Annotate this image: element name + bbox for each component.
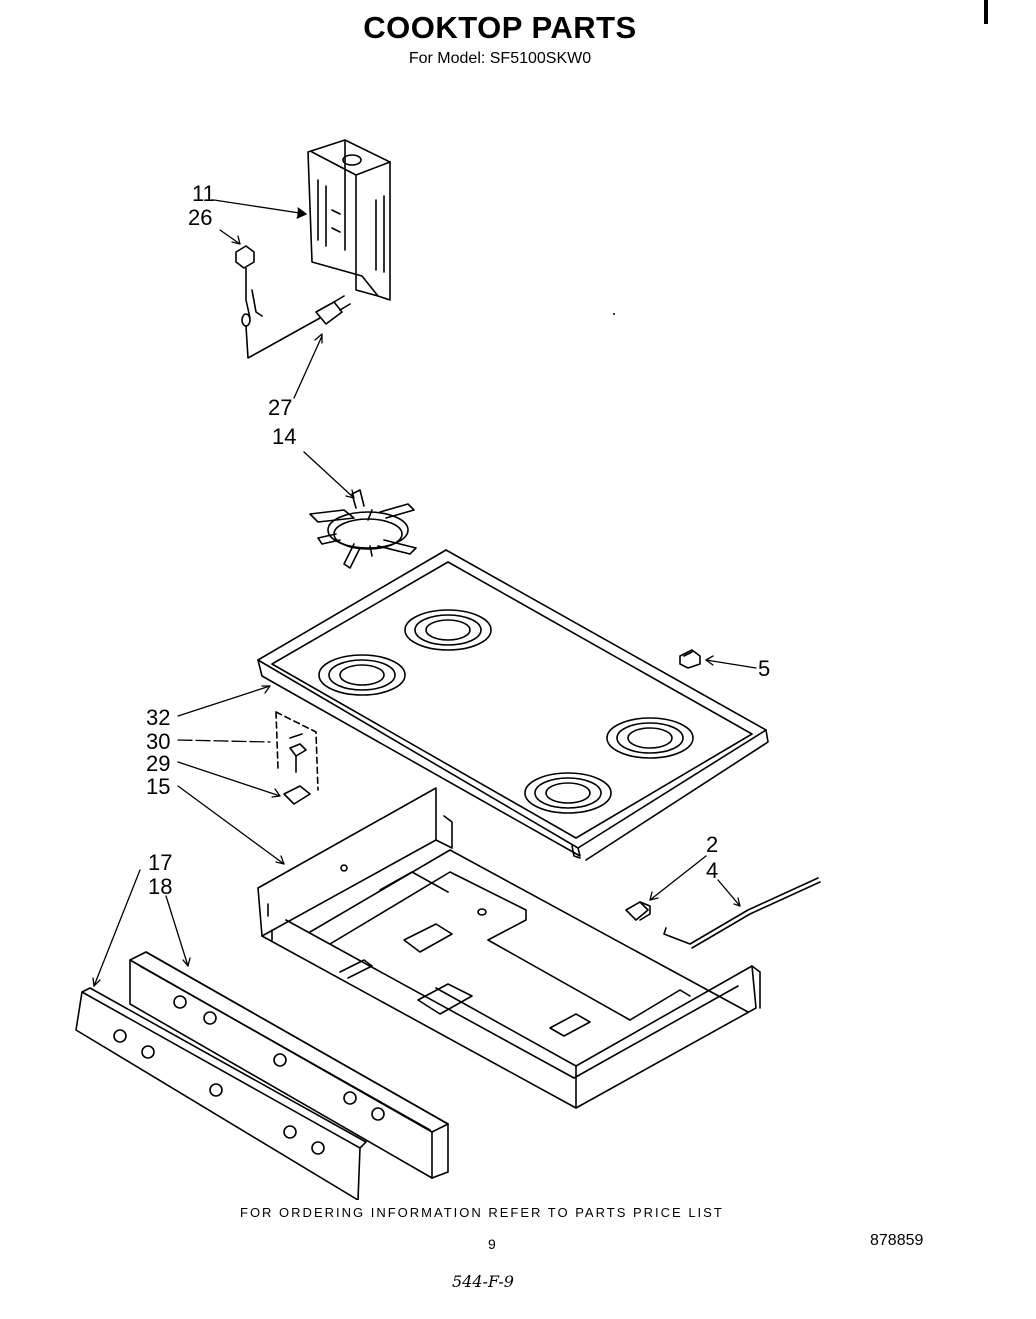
callout-17: 17 bbox=[148, 850, 172, 875]
part-27-plug bbox=[315, 295, 351, 325]
callout-5: 5 bbox=[758, 656, 770, 681]
handwritten-code: 544-F-9 bbox=[452, 1272, 514, 1291]
page-title: COOKTOP PARTS bbox=[363, 10, 637, 45]
part-4-tube bbox=[663, 877, 821, 949]
callout-18: 18 bbox=[148, 874, 172, 899]
callout-29: 29 bbox=[146, 751, 170, 776]
part-2-orifice bbox=[625, 901, 651, 921]
cooktop-exploded-diagram: 11 26 27 14 5 32 30 29 15 2 4 17 18 bbox=[75, 139, 821, 1200]
part-17-panel-trim bbox=[75, 987, 367, 1200]
ordering-note: FOR ORDERING INFORMATION REFER TO PARTS … bbox=[240, 1205, 724, 1220]
leader-lines bbox=[92, 199, 757, 987]
callout-30: 30 bbox=[146, 729, 170, 754]
callout-14: 14 bbox=[272, 424, 296, 449]
part-18-control-panel bbox=[129, 951, 449, 1179]
callout-15: 15 bbox=[146, 774, 170, 799]
page-number: 9 bbox=[488, 1236, 496, 1252]
part-5-clip bbox=[679, 649, 701, 669]
callout-27: 27 bbox=[268, 395, 292, 420]
part-14-grate bbox=[309, 489, 417, 569]
callout-4: 4 bbox=[706, 858, 718, 883]
callout-32: 32 bbox=[146, 705, 170, 730]
cooktop-top bbox=[257, 549, 769, 861]
part-29-30-valve bbox=[275, 711, 319, 805]
callout-11: 11 bbox=[192, 181, 215, 206]
part-11-bracket bbox=[307, 139, 391, 301]
document-number: 878859 bbox=[870, 1232, 924, 1249]
corner-mark bbox=[984, 0, 988, 24]
callout-2: 2 bbox=[706, 832, 718, 857]
model-subtitle: For Model: SF5100SKW0 bbox=[408, 50, 592, 67]
callout-26: 26 bbox=[188, 205, 212, 230]
part-15-burner-base bbox=[257, 787, 761, 1109]
part-26-igniter bbox=[235, 245, 321, 359]
